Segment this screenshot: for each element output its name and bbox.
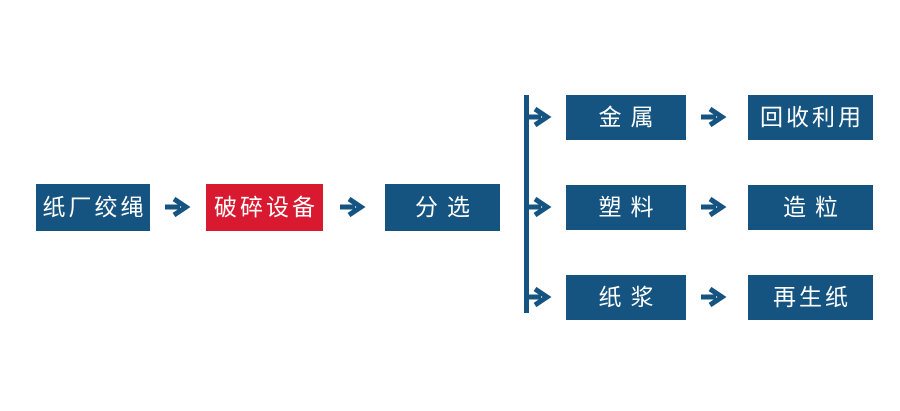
- branch-trunk-line: [524, 95, 529, 313]
- node-metal-label: 金属: [598, 104, 663, 130]
- arrow-right-icon: [526, 286, 552, 308]
- node-pulp: 纸浆: [566, 275, 686, 320]
- arrow-right-icon: [701, 286, 727, 308]
- node-paper-mill-rope: 纸厂绞绳: [36, 184, 150, 231]
- node-recycled-paper: 再生纸: [748, 275, 873, 320]
- node-plastic-label: 塑料: [598, 194, 663, 220]
- arrow-right-icon: [526, 106, 552, 128]
- node-plastic: 塑料: [566, 185, 686, 230]
- node-granulation-label: 造粒: [783, 194, 847, 220]
- node-sorting: 分选: [385, 184, 500, 231]
- arrow-right-icon: [701, 196, 727, 218]
- node-recycled-paper-label: 再生纸: [773, 284, 851, 310]
- node-pulp-label: 纸浆: [598, 284, 663, 310]
- node-paper-mill-rope-label: 纸厂绞绳: [42, 194, 147, 220]
- node-crushing-equipment-label: 破碎设备: [214, 194, 318, 220]
- node-recycling-reuse-label: 回收利用: [760, 104, 864, 130]
- node-sorting-label: 分选: [415, 194, 479, 220]
- arrow-right-icon: [340, 196, 366, 218]
- node-recycling-reuse: 回收利用: [748, 95, 873, 140]
- arrow-right-icon: [165, 196, 191, 218]
- node-granulation: 造粒: [748, 185, 873, 230]
- node-crushing-equipment: 破碎设备: [206, 184, 323, 231]
- arrow-right-icon: [701, 106, 727, 128]
- arrow-right-icon: [526, 196, 552, 218]
- node-metal: 金属: [566, 95, 686, 140]
